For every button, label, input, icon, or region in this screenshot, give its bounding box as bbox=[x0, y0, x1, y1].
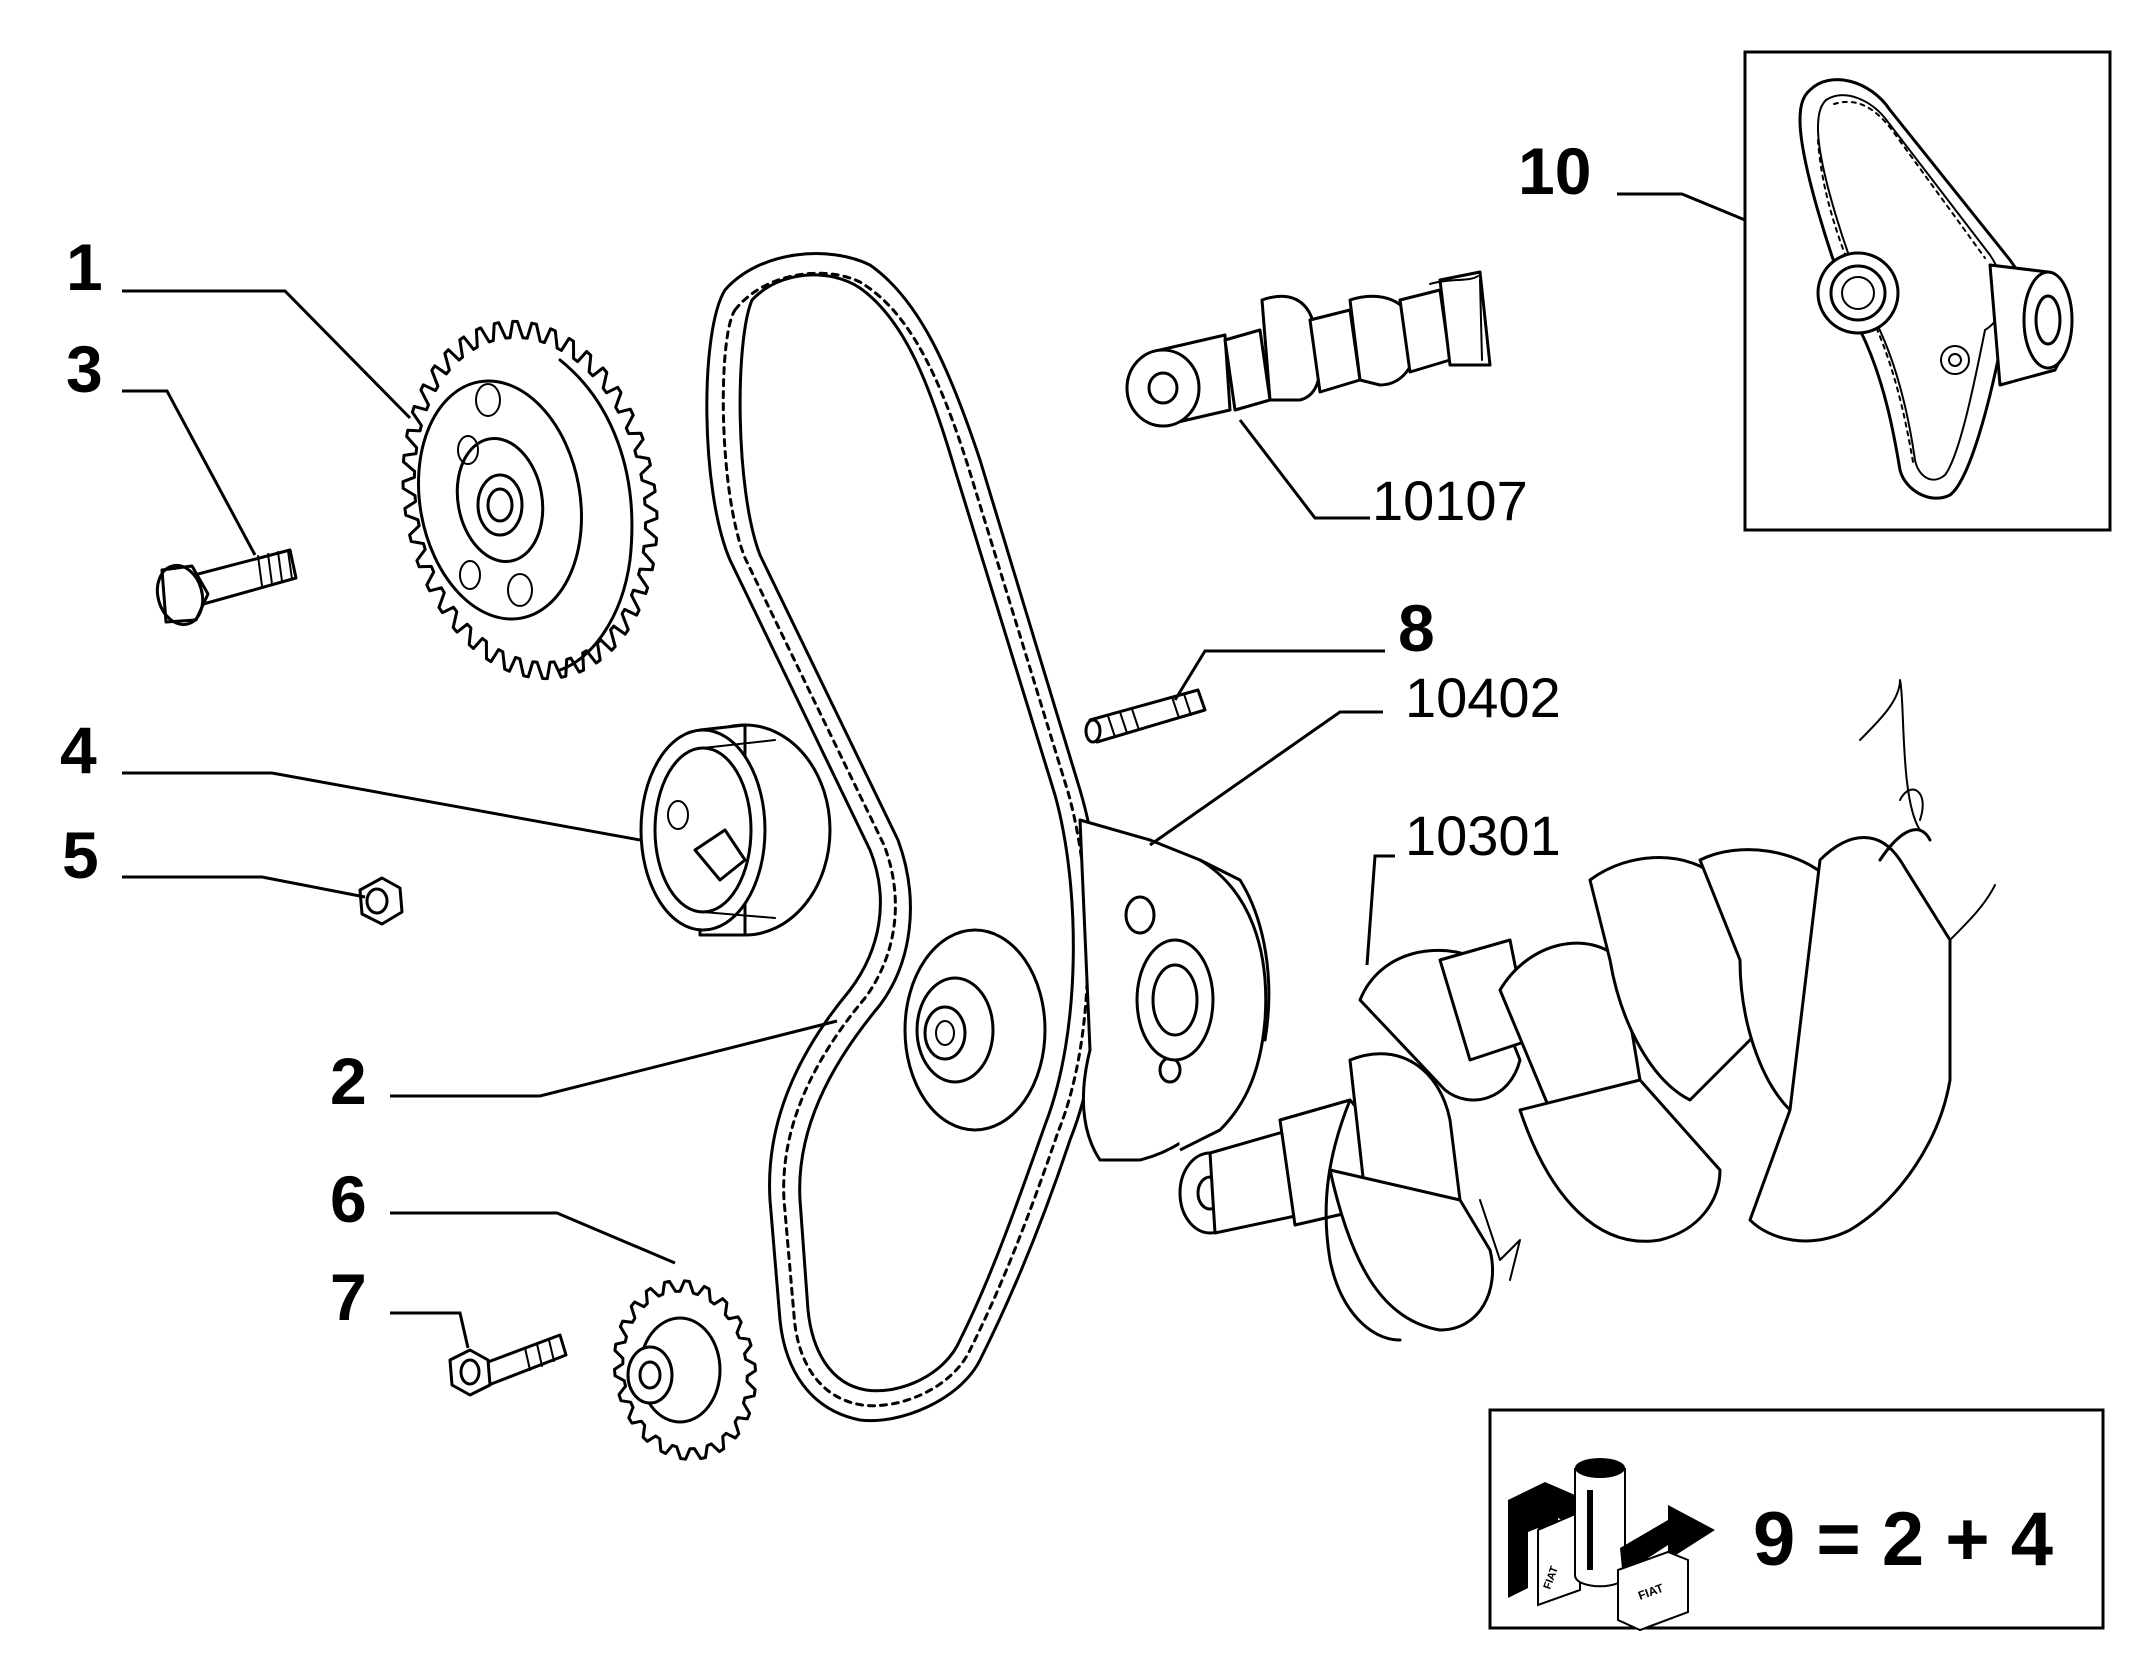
kit-box: FIAT FIAT 9 = 2 + 4 bbox=[1488, 1408, 2105, 1632]
timing-belt-part-2 bbox=[705, 252, 1103, 1423]
label-1: 1 bbox=[66, 230, 103, 304]
crankshaft-pulley-part-6 bbox=[613, 1279, 757, 1461]
leader-lines bbox=[122, 192, 1746, 1349]
label-10: 10 bbox=[1518, 134, 1591, 208]
front-cover-part-10402 bbox=[1078, 818, 1271, 1162]
label-10301: 10301 bbox=[1405, 804, 1561, 867]
label-2: 2 bbox=[330, 1044, 367, 1118]
label-7: 7 bbox=[330, 1260, 367, 1334]
inset-tensioner bbox=[1816, 251, 1900, 335]
label-5: 5 bbox=[62, 818, 99, 892]
label-3: 3 bbox=[66, 332, 103, 406]
inset-box-part-10 bbox=[1743, 50, 2112, 532]
label-10107: 10107 bbox=[1372, 469, 1528, 532]
water-pump-pulley bbox=[903, 928, 1047, 1132]
camshaft-pulley-part-1 bbox=[401, 319, 659, 681]
kit-equation: 9 = 2 + 4 bbox=[1753, 1497, 2053, 1582]
stud-part-8 bbox=[1084, 688, 1207, 744]
label-8: 8 bbox=[1398, 591, 1435, 665]
camshaft-part-10107 bbox=[1125, 270, 1492, 428]
bolt-part-7 bbox=[448, 1333, 568, 1397]
tensioner-part-4 bbox=[639, 723, 832, 937]
label-6: 6 bbox=[330, 1162, 367, 1236]
bolt-part-3 bbox=[155, 548, 298, 627]
inset-pulley bbox=[1940, 263, 2074, 387]
label-10402: 10402 bbox=[1405, 666, 1561, 729]
crankshaft-part-10301 bbox=[1178, 679, 1996, 1342]
parts-kit-icon: FIAT FIAT bbox=[1508, 1458, 1715, 1632]
label-4: 4 bbox=[60, 713, 97, 787]
nut-part-5 bbox=[358, 876, 404, 926]
